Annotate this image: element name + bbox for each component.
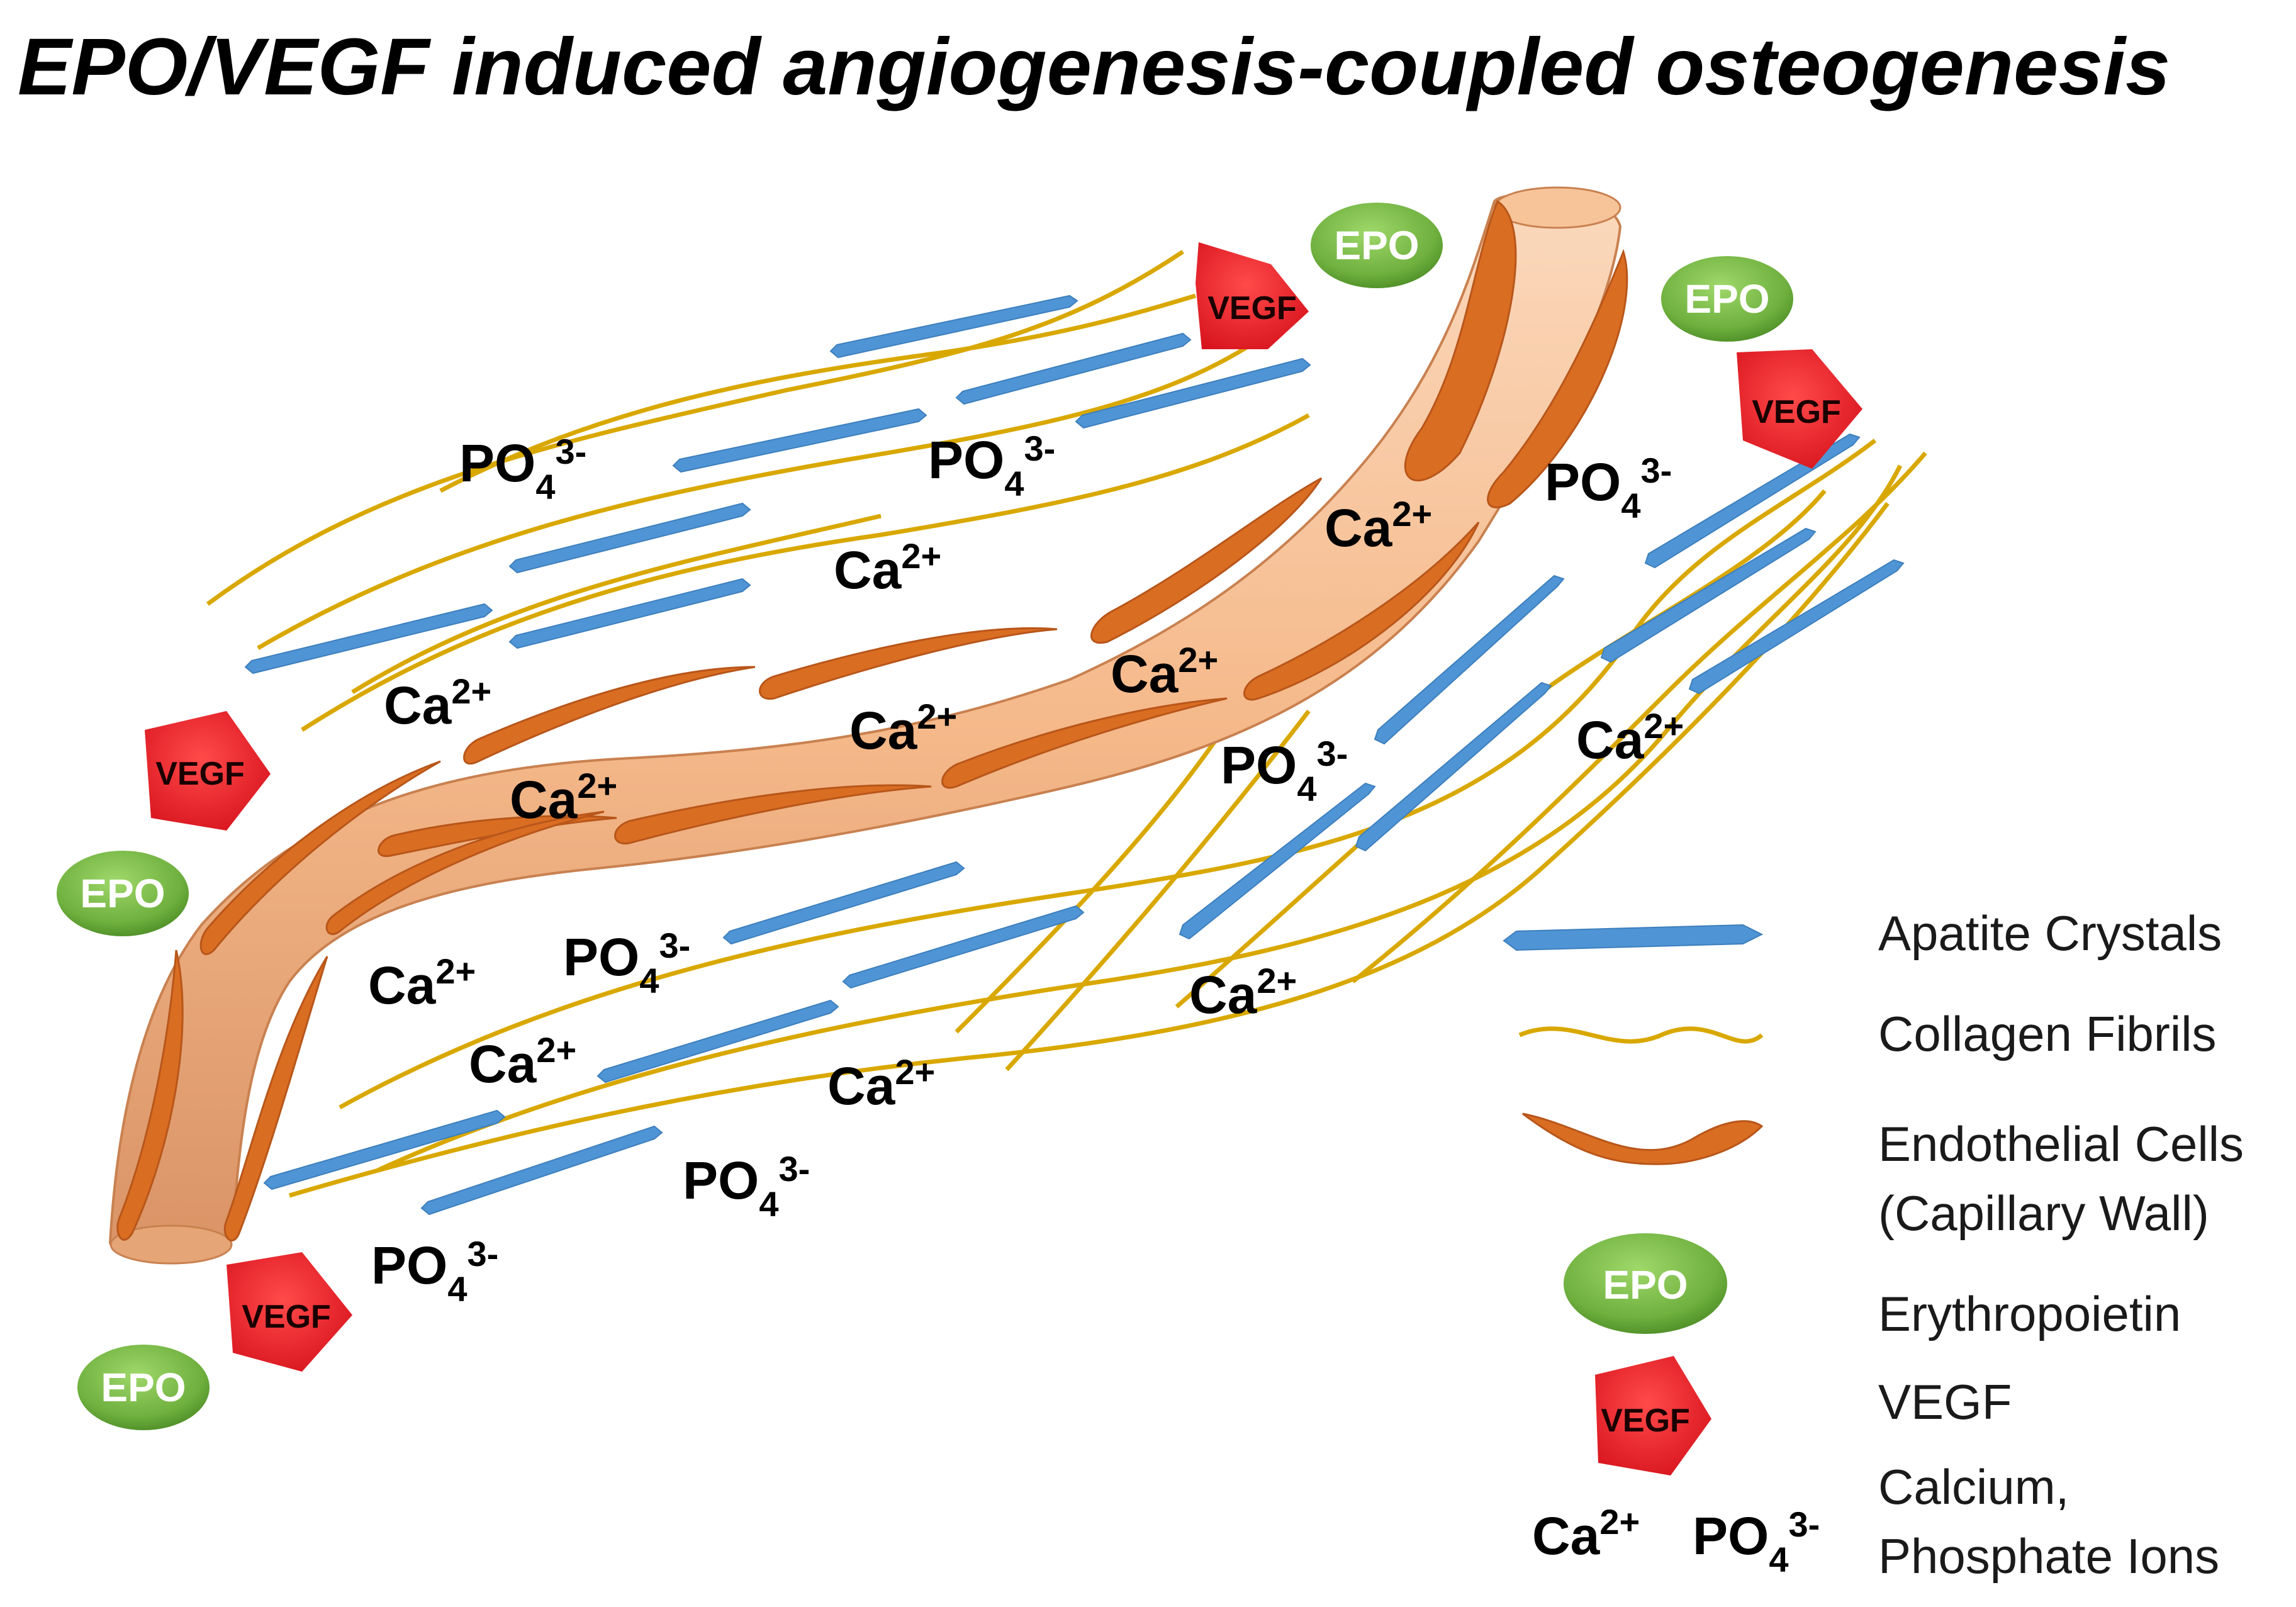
apatite-crystal	[1688, 559, 1905, 695]
calcium-ion-label: Ca2+	[1324, 494, 1432, 557]
apatite-crystal	[1374, 574, 1565, 745]
apatite-crystal	[829, 294, 1078, 359]
calcium-ion-label: Ca2+	[469, 1030, 576, 1094]
endothelial-cell	[116, 949, 184, 1241]
legend-collagen-label: Collagen Fibrils	[1878, 1006, 2217, 1061]
vegf-badge-label: VEGF	[1207, 290, 1297, 327]
apatite-crystal	[1600, 527, 1817, 663]
vegf-badge: VEGF	[1196, 242, 1309, 349]
apatite-crystal	[672, 408, 927, 473]
phosphate-ion-label: PO43-	[683, 1149, 810, 1224]
calcium-ion-label: Ca2+	[849, 697, 957, 760]
legend-endothelial-label-line2: (Capillary Wall)	[1878, 1185, 2209, 1241]
epo-badge: EPO	[57, 851, 189, 936]
apatite-crystal	[263, 1109, 506, 1190]
endothelial-cell	[199, 760, 441, 955]
ion-labels-calcium: Ca2+ Ca2+ Ca2+ Ca2+ Ca2+ Ca2+ Ca2+ Ca2+ …	[368, 494, 1684, 1116]
legend-apatite-swatch	[1503, 924, 1764, 951]
apatite-crystal	[244, 603, 493, 675]
endothelial-cell	[1487, 249, 1628, 508]
ion-labels-phosphate: PO43- PO43- PO43- PO43- PO43- PO43- PO43…	[371, 428, 1672, 1309]
phosphate-ion-label: PO43-	[928, 428, 1055, 503]
endothelial-cell	[614, 784, 932, 845]
vegf-badge-label: VEGF	[242, 1299, 331, 1335]
legend-endothelial-swatch	[1522, 1112, 1764, 1165]
apatite-crystals	[244, 294, 1905, 1216]
legend-vegf-badge-label: VEGF	[1601, 1403, 1690, 1439]
apatite-crystal	[1075, 357, 1311, 429]
epo-badge-label: EPO	[1334, 223, 1419, 268]
endothelial-cells	[116, 199, 1628, 1241]
apatite-crystal	[1179, 782, 1376, 940]
epo-badge-label: EPO	[80, 871, 165, 916]
apatite-crystal	[508, 502, 751, 574]
legend-collagen-swatch	[1518, 1026, 1764, 1044]
legend-ions-label-line2: Phosphate Ions	[1878, 1528, 2219, 1584]
calcium-ion-label: Ca2+	[1576, 706, 1684, 770]
phosphate-ion-label: PO43-	[459, 432, 586, 507]
epo-badge-label: EPO	[101, 1365, 186, 1410]
vegf-badge: VEGF	[145, 711, 271, 831]
legend-phosphate-symbol: PO43-	[1693, 1504, 1820, 1579]
legend-epo-badge-label: EPO	[1603, 1262, 1688, 1307]
vegf-badge-label: VEGF	[155, 756, 245, 792]
calcium-ion-label: Ca2+	[384, 671, 491, 735]
calcium-ion-label: Ca2+	[827, 1052, 935, 1116]
endothelial-cell	[1090, 477, 1323, 644]
endothelial-cell	[759, 627, 1058, 700]
phosphate-ion-label: PO43-	[371, 1234, 498, 1309]
endothelial-cell	[941, 697, 1228, 789]
calcium-ion-label: Ca2+	[368, 951, 476, 1015]
apatite-crystal	[722, 861, 965, 945]
legend-erythropoietin-label: Erythropoietin	[1878, 1286, 2181, 1341]
calcium-ion-label: Ca2+	[1111, 640, 1218, 703]
vegf-badge-label: VEGF	[1752, 394, 1841, 430]
apatite-crystal	[1355, 681, 1552, 852]
apatite-crystal	[842, 905, 1085, 989]
legend-vegf-label: VEGF	[1878, 1374, 2012, 1430]
phosphate-ion-label: PO43-	[563, 926, 690, 1000]
phosphate-ion-label: PO43-	[1545, 451, 1672, 525]
endothelial-cell	[223, 956, 328, 1241]
legend-apatite-label: Apatite Crystals	[1878, 905, 2222, 961]
capillary-end-bottom	[109, 1224, 233, 1265]
endothelial-cell	[463, 666, 756, 765]
apatite-crystal	[1644, 433, 1861, 569]
legend: Apatite Crystals Collagen Fibrils Endoth…	[1503, 905, 2244, 1584]
endothelial-cell	[325, 810, 605, 936]
epo-badge: EPO	[1661, 256, 1793, 342]
apatite-crystal	[420, 1125, 663, 1216]
legend-ions-label-line1: Calcium,	[1878, 1459, 2069, 1515]
collagen-fibrils-upper	[206, 250, 1310, 732]
endothelial-cell	[1404, 199, 1517, 481]
epo-badge-label: EPO	[1684, 276, 1769, 322]
apatite-crystal	[955, 332, 1192, 405]
vegf-badge: VEGF	[1737, 349, 1862, 469]
calcium-ion-label: Ca2+	[510, 766, 617, 829]
endothelial-cell	[1243, 522, 1480, 701]
diagram-title: EPO/VEGF induced angiogenesis-coupled os…	[18, 22, 2170, 112]
phosphate-ion-label: PO43-	[1221, 734, 1348, 809]
apatite-crystal	[596, 999, 839, 1083]
legend-calcium-symbol: Ca2+	[1532, 1502, 1640, 1565]
legend-vegf-swatch	[1595, 1356, 1711, 1475]
vegf-badge: VEGF	[227, 1252, 352, 1372]
calcium-ion-label: Ca2+	[1189, 961, 1297, 1024]
epo-badge: EPO	[77, 1345, 210, 1430]
calcium-ion-label: Ca2+	[834, 536, 941, 600]
apatite-crystal	[508, 578, 751, 649]
legend-endothelial-label-line1: Endothelial Cells	[1878, 1116, 2244, 1172]
legend-epo-swatch	[1564, 1233, 1727, 1334]
capillary-end-top	[1493, 186, 1621, 229]
epo-badge: EPO	[1311, 203, 1443, 288]
